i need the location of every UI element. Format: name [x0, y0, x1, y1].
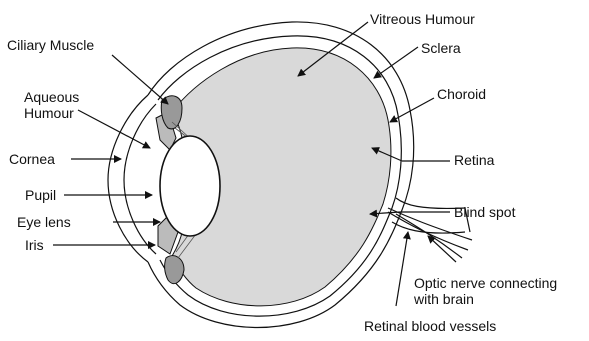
label-eye-lens: Eye lens [17, 214, 71, 230]
label-sclera: Sclera [421, 40, 461, 56]
label-ciliary-muscle: Ciliary Muscle [7, 37, 94, 53]
label-optic-nerve-2: with brain [413, 291, 474, 307]
label-iris: Iris [25, 237, 44, 253]
cornea-inner [124, 104, 156, 254]
label-pupil: Pupil [25, 187, 56, 203]
label-blind-spot: Blind spot [454, 204, 516, 220]
leader-aqueous-humour [78, 110, 150, 148]
eye-lens [160, 136, 220, 236]
label-aqueous-humour-2: Humour [24, 105, 74, 121]
label-cornea: Cornea [9, 151, 55, 167]
label-vitreous-humour: Vitreous Humour [370, 11, 475, 27]
label-optic-nerve-1: Optic nerve connecting [414, 275, 557, 291]
label-retina: Retina [454, 152, 495, 168]
leader-sclera [374, 47, 418, 78]
ciliary-muscle-lower [165, 256, 184, 284]
label-choroid: Choroid [437, 86, 486, 102]
label-aqueous-humour-1: Aqueous [24, 89, 79, 105]
label-retinal-blood-vessels: Retinal blood vessels [364, 318, 496, 334]
leader-retinal-vessels [396, 232, 408, 306]
